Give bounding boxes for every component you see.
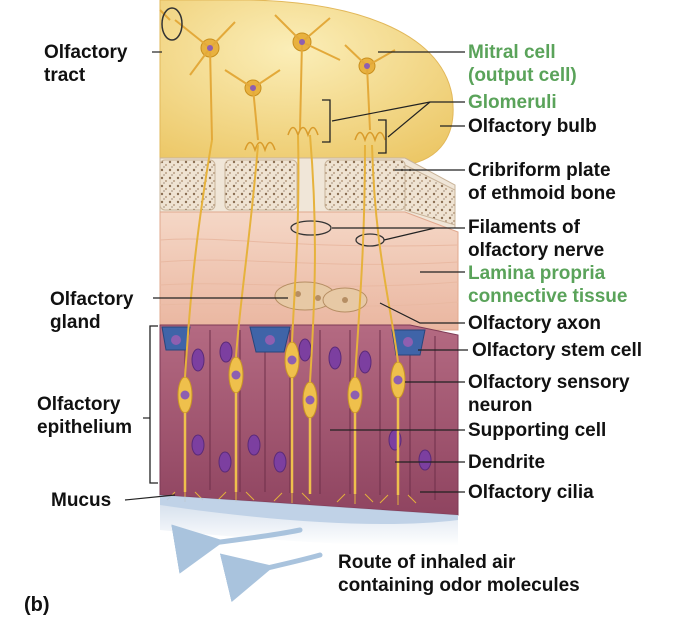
leader-lines xyxy=(124,51,468,501)
label-stem-cell: Olfactory stem cell xyxy=(472,340,643,361)
olfactory-gland xyxy=(274,281,368,313)
mitral-nuclei xyxy=(207,39,370,91)
label-sensory-neuron: Olfactory sensory neuron xyxy=(468,372,630,416)
label-filaments: Filaments of olfactory nerve xyxy=(468,217,605,261)
neuron-nuclei xyxy=(180,355,403,405)
panel-letter: (b) xyxy=(24,594,50,616)
label-cribriform-plate: Cribriform plate of ethmoid bone xyxy=(468,160,616,204)
label-olfactory-gland: Olfactory gland xyxy=(50,289,134,333)
label-olfactory-epithelium: Olfactory epithelium xyxy=(37,394,133,438)
stem-cell-nuclei xyxy=(171,335,413,347)
filament-marker-1 xyxy=(290,220,332,236)
epithelium-bracket xyxy=(149,325,158,484)
neuron-dendrites xyxy=(183,378,400,495)
label-supporting-cell: Supporting cell xyxy=(468,420,607,441)
air-route-arrows xyxy=(171,524,323,603)
lamina-propria xyxy=(159,211,459,331)
label-lamina-propria: Lamina propria connective tissue xyxy=(468,263,628,307)
glomeruli-bracket-1 xyxy=(322,99,331,143)
neuron-axons xyxy=(184,134,399,383)
stem-cells xyxy=(161,326,426,356)
mucus-layer xyxy=(160,495,458,525)
mucus-fade xyxy=(160,505,458,546)
glomeruli xyxy=(244,126,386,153)
olfactory-bulb-shape xyxy=(159,0,454,166)
label-olfactory-axon: Olfactory axon xyxy=(468,313,602,334)
label-olfactory-tract: Olfactory tract xyxy=(44,42,128,86)
glomeruli-bracket-2 xyxy=(378,119,387,154)
label-olfactory-bulb: Olfactory bulb xyxy=(468,116,597,137)
olfactory-tract-marker xyxy=(161,7,183,41)
label-olfactory-cilia: Olfactory cilia xyxy=(468,482,594,503)
label-mucus: Mucus xyxy=(51,490,112,511)
label-air-route: Route of inhaled air containing odor mol… xyxy=(338,552,580,596)
mitral-dendrites xyxy=(159,9,396,141)
label-glomeruli: Glomeruli xyxy=(468,92,557,113)
label-mitral-cell: Mitral cell (output cell) xyxy=(468,42,577,86)
label-dendrite: Dendrite xyxy=(468,452,546,473)
